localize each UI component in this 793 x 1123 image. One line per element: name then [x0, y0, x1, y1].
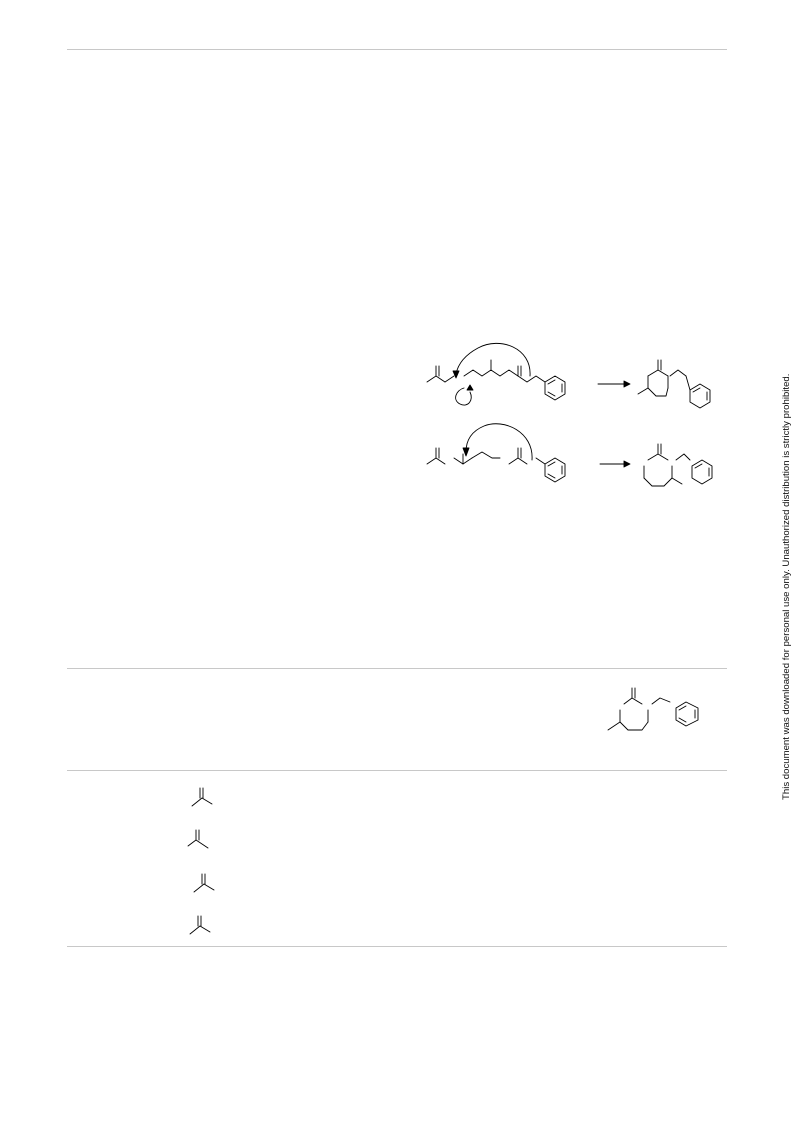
table-row [189, 915, 211, 935]
table-header-rule [67, 770, 727, 771]
precursor-2 [426, 447, 566, 483]
table-bottom-rule [67, 946, 727, 947]
precursor-1 [426, 359, 566, 401]
table-row [193, 873, 215, 893]
table-row [187, 829, 209, 849]
table-row [191, 787, 213, 807]
n-benzyl-lactam [607, 687, 699, 731]
header-structure [607, 687, 699, 731]
curved-arrow-icon [465, 423, 533, 461]
table-top-rule [67, 668, 727, 669]
product-2 [643, 443, 713, 487]
product-1 [637, 359, 711, 409]
curved-arrow-icon [455, 343, 531, 377]
reaction-scheme [426, 343, 713, 487]
curved-arrow-icon [455, 387, 472, 406]
top-rule [67, 49, 727, 50]
download-watermark: This document was downloaded for persona… [781, 373, 792, 800]
